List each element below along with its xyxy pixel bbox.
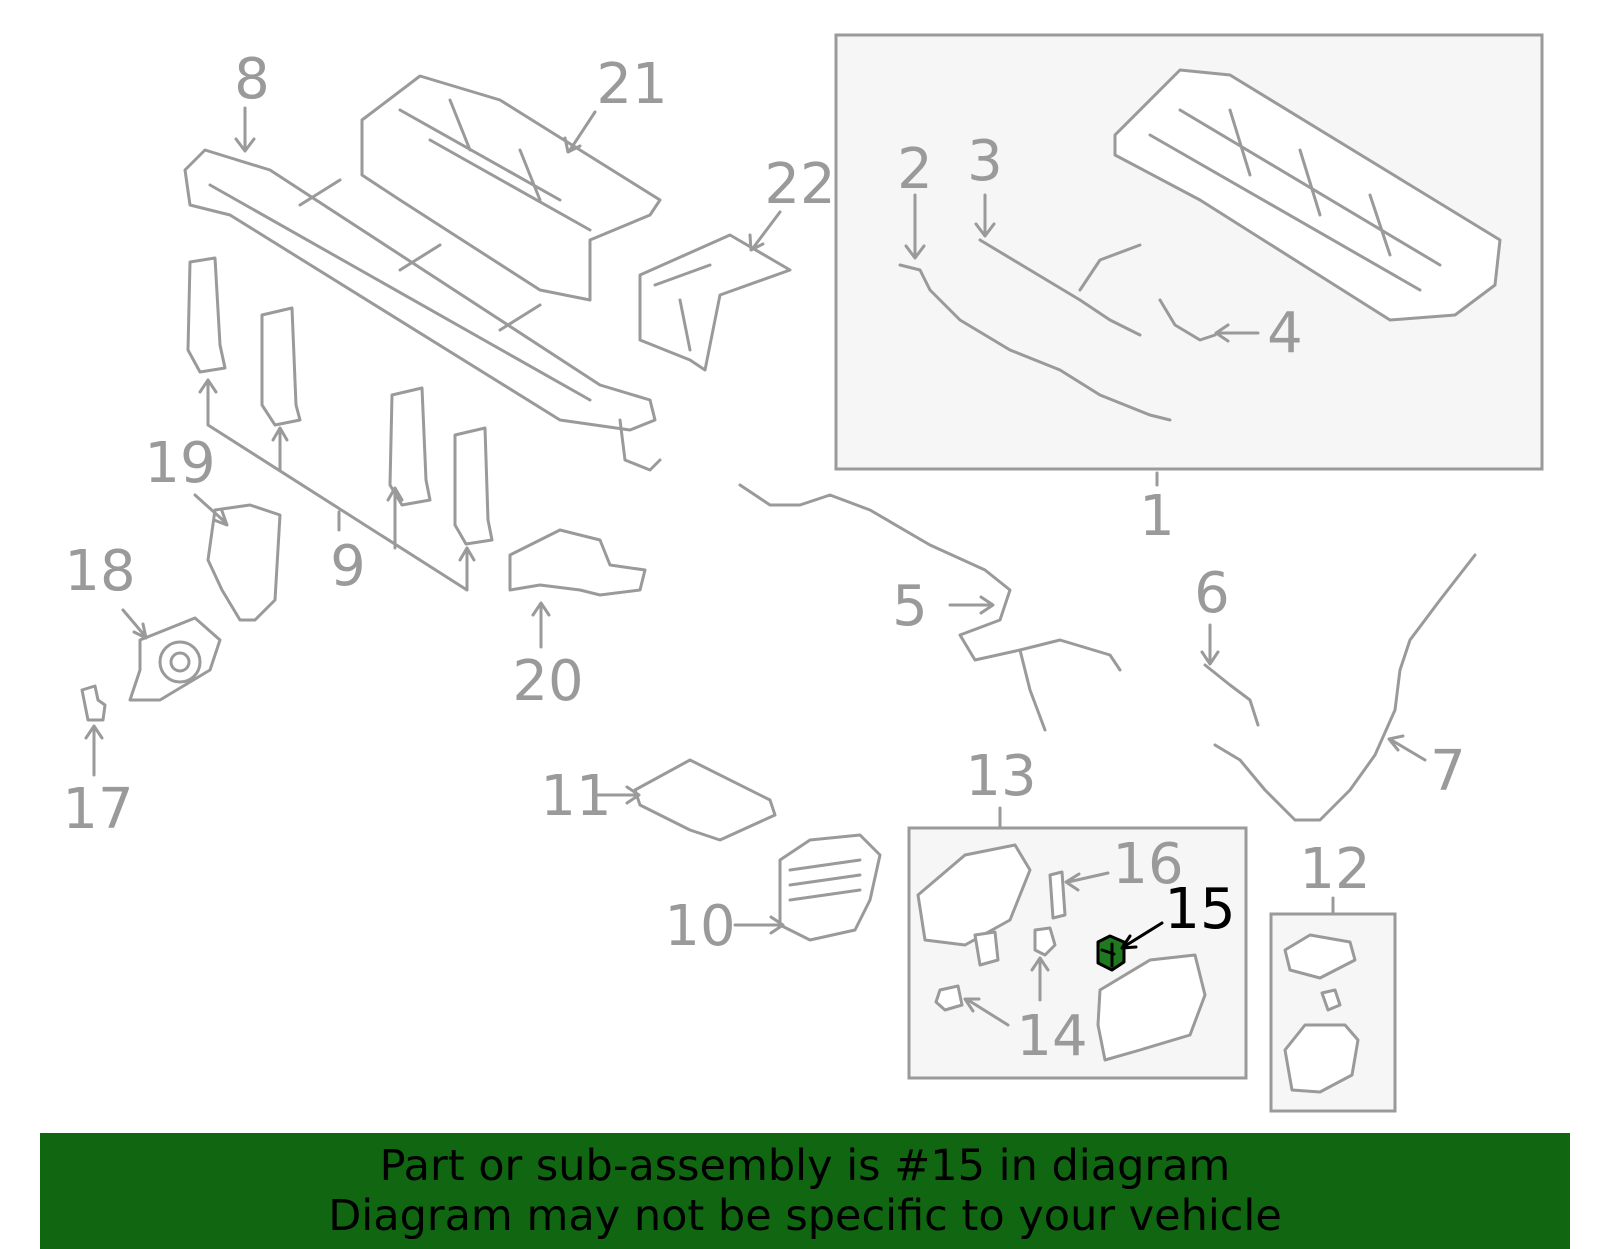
callout-3: 3 (967, 129, 1003, 194)
callout-8: 8 (234, 47, 270, 112)
part-3-harness (978, 238, 1142, 337)
part-13-junction-box (916, 843, 1032, 947)
callout-22: 22 (764, 152, 835, 217)
callout-20: 20 (512, 649, 583, 714)
part-14-housing (1096, 953, 1207, 1062)
part-14-connector (973, 930, 1000, 967)
callout-12: 12 (1299, 837, 1370, 902)
callout-2: 2 (897, 137, 933, 202)
callout-6: 6 (1194, 561, 1230, 626)
callout-21: 21 (596, 52, 667, 117)
callout-9: 9 (330, 534, 366, 599)
part-15-relay-detail (1100, 942, 1116, 968)
part-19-bracket (206, 503, 282, 622)
part-10-module (778, 833, 882, 942)
part-12-cover (1283, 933, 1357, 980)
part-7-cable (1213, 553, 1477, 822)
part-info-banner: Part or sub-assembly is #15 in diagram D… (40, 1133, 1570, 1249)
callout-10: 10 (664, 894, 735, 959)
part-9-brackets (186, 256, 494, 546)
part-14-terminal-b (934, 984, 964, 1012)
part-5-harness (738, 483, 1122, 732)
part-6-harness (1203, 663, 1260, 727)
part-1-battery-tray (1113, 68, 1502, 322)
callout-19: 19 (144, 431, 215, 496)
part-2-harness (898, 263, 1172, 422)
part-12-housing (1283, 1023, 1360, 1094)
leader-lines (84, 106, 1427, 1027)
callout-16: 16 (1112, 832, 1183, 897)
callout-13: 13 (965, 744, 1036, 809)
part-17-clip (80, 684, 107, 722)
callout-1: 1 (1139, 484, 1175, 549)
callout-4: 4 (1267, 301, 1303, 366)
part-22-shield (638, 233, 792, 372)
part-20-bracket (508, 528, 647, 597)
callout-17: 17 (62, 777, 133, 842)
callout-15-highlighted: 15 (1164, 877, 1235, 942)
part-14-terminal-a (1033, 926, 1057, 957)
callout-7: 7 (1430, 739, 1466, 804)
callout-11: 11 (540, 764, 611, 829)
part-16-fuse (1048, 870, 1067, 920)
callout-14: 14 (1016, 1004, 1087, 1069)
part-21-cover (360, 74, 662, 302)
banner-line-part-number: Part or sub-assembly is #15 in diagram (379, 1141, 1231, 1191)
part-11-bracket (633, 758, 777, 842)
callout-18: 18 (64, 539, 135, 604)
callout-5: 5 (892, 574, 928, 639)
banner-line-disclaimer: Diagram may not be specific to your vehi… (328, 1191, 1282, 1241)
part-12-relay (1320, 988, 1342, 1012)
part-4-harness (1158, 298, 1217, 342)
part-8-frame (183, 148, 662, 472)
part-18-motor (128, 616, 222, 702)
